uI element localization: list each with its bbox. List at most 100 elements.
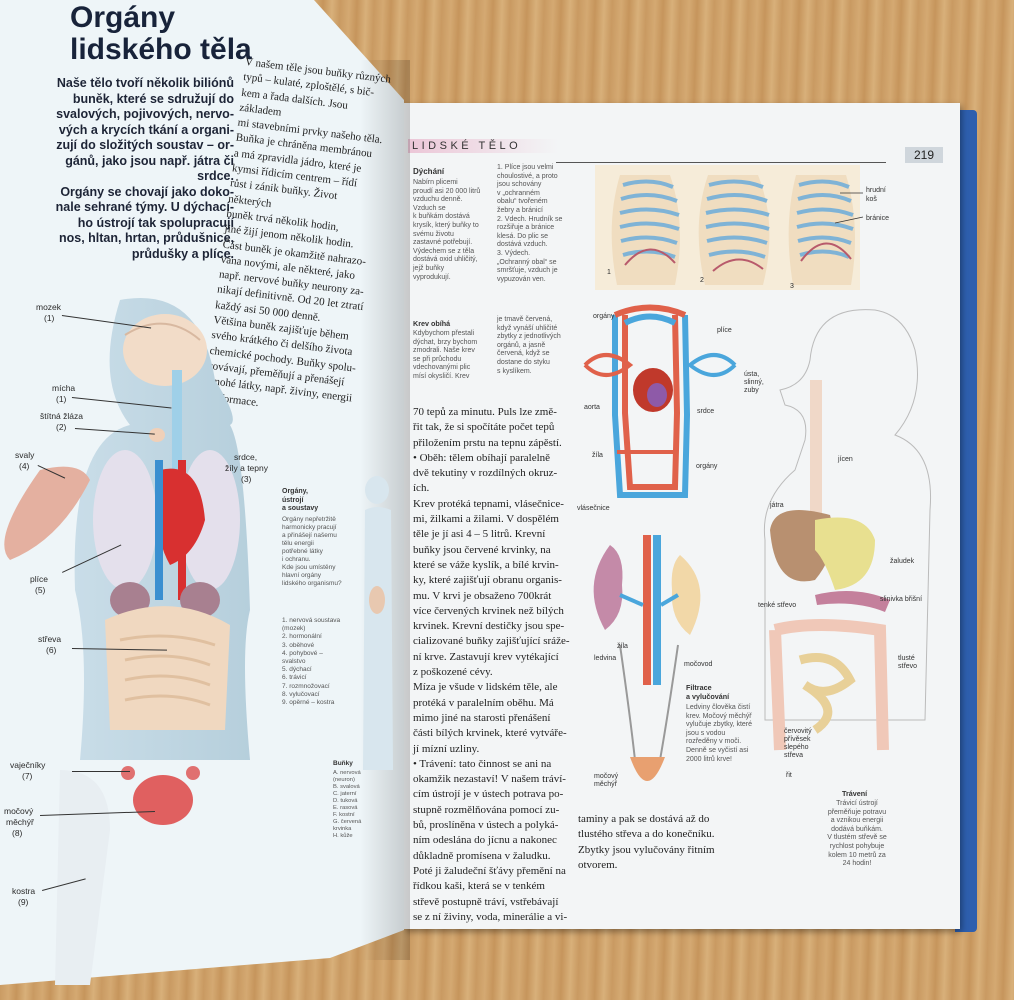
right-body-text-2-line: taminy a pak se dostává až do bbox=[578, 813, 710, 825]
intro-text-line: nos, hltan, hrtan, průdušnice, bbox=[58, 231, 234, 245]
bunky-list-line: G. červená bbox=[333, 819, 362, 825]
header-rule bbox=[556, 162, 886, 163]
krev-text-2-line: dostane do styku bbox=[497, 358, 550, 366]
page-title-line: Orgány bbox=[70, 1, 176, 34]
dychani-text-line: dostává oxid uhličitý, bbox=[413, 256, 478, 264]
dychani-text-2-line: rozšiřuje a bránice bbox=[497, 224, 555, 232]
label-mocovy: močový bbox=[4, 806, 34, 816]
sidebox-list-line: 6. trávicí bbox=[282, 674, 307, 682]
sidebox-list-line: 7. rozmnožovací bbox=[282, 682, 330, 690]
right-body-text-line: se z ní živiny, voda, minerálie a vi- bbox=[413, 910, 568, 923]
lungs-illustration bbox=[595, 165, 864, 290]
right-body-text-line: řit tak, že si spočítáte počet tepů bbox=[413, 421, 555, 434]
krev-text-2-line: orgánů, a jasně bbox=[497, 341, 546, 349]
right-body-text-line: řídkou kaši, která se v tenkém bbox=[413, 880, 545, 893]
dychani-text-2-line: „Ochranný obal“ se bbox=[497, 258, 557, 266]
label-mocovy-2: měchýř bbox=[6, 817, 34, 827]
dychani-text-line: zastavné potřebují. bbox=[413, 239, 473, 247]
bunky-list-line: (neuron) bbox=[333, 777, 355, 783]
header-band bbox=[408, 139, 558, 153]
sidebox-text-line: a přinášejí našemu bbox=[282, 532, 337, 539]
circ-label-vlasecnice: vlásečnice bbox=[577, 505, 610, 512]
right-body-text-line: důkladně promísena v žaludku. bbox=[413, 849, 551, 862]
traveni-text-line: rychlost pohybuje bbox=[829, 842, 885, 850]
sidebox-list-line: 2. hormonální bbox=[282, 633, 322, 641]
krev-text-line: vdechovanými plic bbox=[413, 364, 471, 372]
sidebox-text-line: potřebné látky bbox=[282, 548, 323, 555]
filtrace-text-line: jsou s vodou bbox=[686, 729, 726, 737]
right-body-text-line: ích. bbox=[413, 482, 430, 495]
bunky-list-line: C. jaterní bbox=[333, 791, 357, 797]
label-svaly-num: (4) bbox=[19, 461, 30, 471]
bunky-list-line: F. kostní bbox=[333, 812, 355, 818]
right-body-text-line: krvinek. Krevní destičky jsou spe- bbox=[413, 620, 565, 633]
bunky-list-line: H. kůže bbox=[333, 833, 353, 839]
label-stitna: štítná žláza bbox=[40, 411, 83, 421]
filtrace-text-line: krev. Močový měchýř bbox=[686, 712, 752, 720]
traveni-text-line: přeměňuje potravu bbox=[827, 808, 887, 816]
filtrace-text-line: Denně se vyčistí asi bbox=[686, 746, 749, 754]
traveni-text-line: 24 hodin! bbox=[842, 860, 872, 868]
right-body-text-line: 70 tepů za minutu. Puls lze změ- bbox=[413, 406, 557, 418]
label-srdce: srdce, bbox=[234, 452, 258, 462]
line-vajecniky bbox=[72, 771, 130, 772]
label-kostra-num: (9) bbox=[18, 897, 29, 907]
right-body-text-line: protéká v paralelním oběhu. Má bbox=[413, 696, 554, 709]
sidebox-title-line: a soustavy bbox=[282, 505, 319, 513]
digest-label-slepeho: slepého bbox=[784, 744, 809, 751]
kidney-label-mocovy: močový bbox=[594, 773, 619, 780]
dychani-text-line: svému životu bbox=[413, 230, 454, 238]
digest-label-privesek: přívěsek bbox=[784, 736, 811, 743]
circ-label-zila: žíla bbox=[592, 452, 603, 459]
bunky-list-line: krvinka bbox=[333, 826, 352, 832]
dychani-text-2-line: v „ochranném bbox=[497, 189, 540, 197]
kidney-label-ledvina: ledvina bbox=[594, 655, 617, 662]
traveni-text-line: Trávicí ústrojí bbox=[836, 800, 878, 807]
dychani-text-line: k buňkám dostává bbox=[413, 213, 470, 221]
ribcage-3 bbox=[788, 175, 855, 285]
right-body-text-line: ky, které zajišťují obranu organis- bbox=[413, 574, 562, 587]
label-svaly: svaly bbox=[15, 450, 35, 460]
right-body-text-line: více červených krvinek než bílých bbox=[413, 604, 564, 617]
dychani-text-line: Výdechem se z těla bbox=[413, 247, 475, 255]
sidebox-text-line: tělu energii bbox=[282, 540, 314, 547]
sidebox-list-line: 3. oběhové bbox=[282, 641, 315, 649]
circulation-diagram bbox=[583, 304, 737, 498]
krev-text-line: zmodrali. Naše krev bbox=[413, 347, 475, 355]
right-body-text-line: z poškozené cévy. bbox=[413, 666, 493, 679]
right-body-text-line: Poté ji žaludeční šťávy přemění na bbox=[413, 864, 566, 877]
digest-label-cervovity: červovitý bbox=[784, 728, 812, 735]
dychani-text-2-line: dostává vzduch. bbox=[497, 241, 548, 249]
lung-label-hrudni: hrudní bbox=[866, 187, 886, 194]
lung-label-kos: koš bbox=[866, 196, 877, 203]
krev-text-2-line: červená, když se bbox=[497, 350, 550, 358]
digest-label-tenke: tenké střevo bbox=[758, 602, 797, 609]
right-body-text-line: • Trávení: tato činnost se ani na bbox=[413, 757, 552, 770]
dychani-text-2-line: choulostivé, a proto bbox=[497, 172, 558, 180]
kidney-diagram bbox=[593, 535, 701, 781]
right-body-text-line: přiložením prstu na tepnu zápěstí. bbox=[413, 436, 562, 449]
right-body-text-line: jí mízní uzliny. bbox=[413, 742, 480, 755]
intro-text-line: průdušky a plíce. bbox=[131, 246, 234, 261]
ribcage-2 bbox=[698, 175, 770, 285]
right-body-text-2-line: tlustého střeva a do konečníku. bbox=[578, 828, 715, 841]
label-plice-num: (5) bbox=[35, 585, 46, 595]
right-body-text-line: Krev protéká tepnami, vlásečnice- bbox=[413, 497, 564, 510]
intro-text-line: svalových, pojivových, nervo- bbox=[56, 107, 234, 121]
traveni-text-line: dodává buňkám. bbox=[831, 825, 883, 833]
right-body-text-2: taminy a pak se dostává až do tlustého st… bbox=[578, 812, 748, 873]
digest-label-streva: střeva bbox=[784, 752, 804, 759]
right-body-text-line: mi, žilkami a žilami. V dospělém bbox=[413, 513, 559, 526]
intro-text-line: zují do složitých soustav – or- bbox=[56, 138, 234, 152]
digest-label-zuby: zuby bbox=[744, 387, 759, 394]
dychani-text-line: vyprodukují. bbox=[413, 273, 451, 281]
small-body-silhouette bbox=[363, 476, 393, 770]
dychani-text-2-line: smršťuje, vzduch je bbox=[497, 267, 558, 275]
intro-text-line: srdce. bbox=[197, 169, 234, 183]
dychani-text-2-line: klesá. Do plic se bbox=[497, 232, 548, 240]
label-plice: plíce bbox=[30, 574, 48, 584]
filtrace-text-line: 2000 litrů krve! bbox=[686, 755, 732, 763]
